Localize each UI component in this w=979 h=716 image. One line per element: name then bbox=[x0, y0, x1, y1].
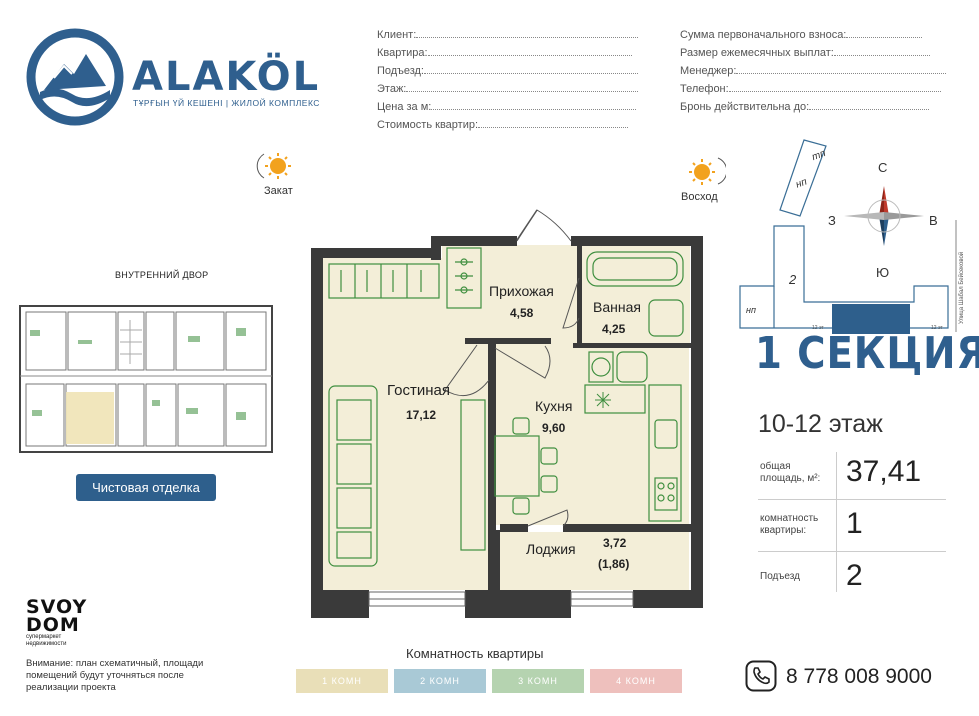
section-floors: 10-12 этаж bbox=[758, 410, 883, 438]
sunset-label: Закат bbox=[264, 185, 293, 197]
stat-entrance-label: Подъезд bbox=[760, 571, 800, 582]
section-title: 1 СЕКЦИЯ bbox=[755, 328, 979, 379]
keyplan-floor-a: 12 эт bbox=[812, 325, 824, 331]
room-count-4[interactable]: 4 КОМН bbox=[590, 669, 682, 693]
form-client: Клиент: bbox=[377, 28, 639, 41]
contact-phone[interactable]: 8 778 008 9000 bbox=[786, 665, 932, 688]
developer-name-bottom: DOM bbox=[26, 614, 80, 636]
room-bath-area: 4,25 bbox=[602, 322, 626, 336]
keyplan-floor-b: 12 эт bbox=[931, 325, 943, 331]
sunset-sun-icon bbox=[256, 153, 291, 179]
room-hall-name: Прихожая bbox=[489, 283, 554, 299]
sunrise-sun-icon bbox=[689, 157, 726, 185]
keyplan-np2-label: нп bbox=[746, 305, 756, 315]
keyplan-section-number: 2 bbox=[789, 272, 797, 287]
room-bath-name: Ванная bbox=[593, 299, 641, 315]
courtyard-label: ВНУТРЕННИЙ ДВОР bbox=[115, 270, 209, 280]
room-count-1[interactable]: 1 КОМН bbox=[296, 669, 388, 693]
form-apartment: Квартира: bbox=[377, 46, 632, 59]
room-kitchen-name: Кухня bbox=[535, 398, 573, 414]
keyplan-street-label: Улица Шабал Бейсековой bbox=[959, 251, 965, 324]
room-loggia-area: 3,72 bbox=[603, 536, 627, 550]
phone-icon bbox=[745, 660, 777, 692]
compass-west: З bbox=[828, 213, 836, 228]
plan-notice: Внимание: план схематичный, площади поме… bbox=[26, 658, 204, 693]
room-living-name: Гостиная bbox=[387, 382, 450, 399]
form-entrance: Подъезд: bbox=[377, 64, 638, 77]
apartment-floor-plan bbox=[311, 209, 703, 618]
brand-subtitle: ТҰРҒЫН ҮЙ КЕШЕНІ | ЖИЛОЙ КОМПЛЕКС bbox=[133, 98, 320, 108]
stat-entrance-value: 2 bbox=[846, 559, 863, 592]
compass-south: Ю bbox=[876, 265, 890, 280]
room-hall-area: 4,58 bbox=[510, 306, 534, 320]
room-loggia-area-reduced: (1,86) bbox=[598, 557, 630, 571]
room-count-title: Комнатность квартиры bbox=[406, 646, 544, 661]
stat-rooms-value: 1 bbox=[846, 507, 863, 540]
room-loggia-name: Лоджия bbox=[526, 541, 576, 557]
floor-keyplan-diagram bbox=[19, 305, 273, 453]
developer-name-top: SVOY bbox=[26, 596, 88, 618]
building-keyplan-diagram bbox=[739, 139, 957, 334]
form-down-payment: Сумма первоначального взноса: bbox=[680, 28, 923, 41]
form-monthly-payment: Размер ежемесячных выплат: bbox=[680, 46, 930, 59]
stat-area-label: общая площадь, м²: bbox=[760, 461, 821, 484]
room-count-2[interactable]: 2 КОМН bbox=[394, 669, 486, 693]
form-manager: Менеджер: bbox=[680, 64, 947, 77]
room-living-area: 17,12 bbox=[406, 408, 437, 422]
room-count-3[interactable]: 3 КОМН bbox=[492, 669, 584, 693]
developer-tagline: супермаркет недвижимости bbox=[26, 634, 67, 647]
form-total-price: Стоимость квартир: bbox=[377, 118, 629, 131]
brand-name: ALAKÖL bbox=[132, 54, 321, 100]
compass-north: С bbox=[878, 160, 888, 175]
stat-area-value: 37,41 bbox=[846, 455, 922, 488]
finish-button[interactable]: Чистовая отделка bbox=[76, 474, 216, 501]
stat-rooms-label: комнатность квартиры: bbox=[760, 513, 819, 536]
form-floor: Этаж: bbox=[377, 82, 639, 95]
form-phone: Телефон: bbox=[680, 82, 941, 95]
room-kitchen-area: 9,60 bbox=[542, 421, 566, 435]
compass-east: В bbox=[929, 213, 938, 228]
alakol-logo-icon bbox=[26, 28, 124, 126]
form-price-per-m: Цена за м: bbox=[377, 100, 637, 113]
sunrise-label: Восход bbox=[681, 191, 718, 203]
form-booking-until: Бронь действительна до: bbox=[680, 100, 930, 113]
